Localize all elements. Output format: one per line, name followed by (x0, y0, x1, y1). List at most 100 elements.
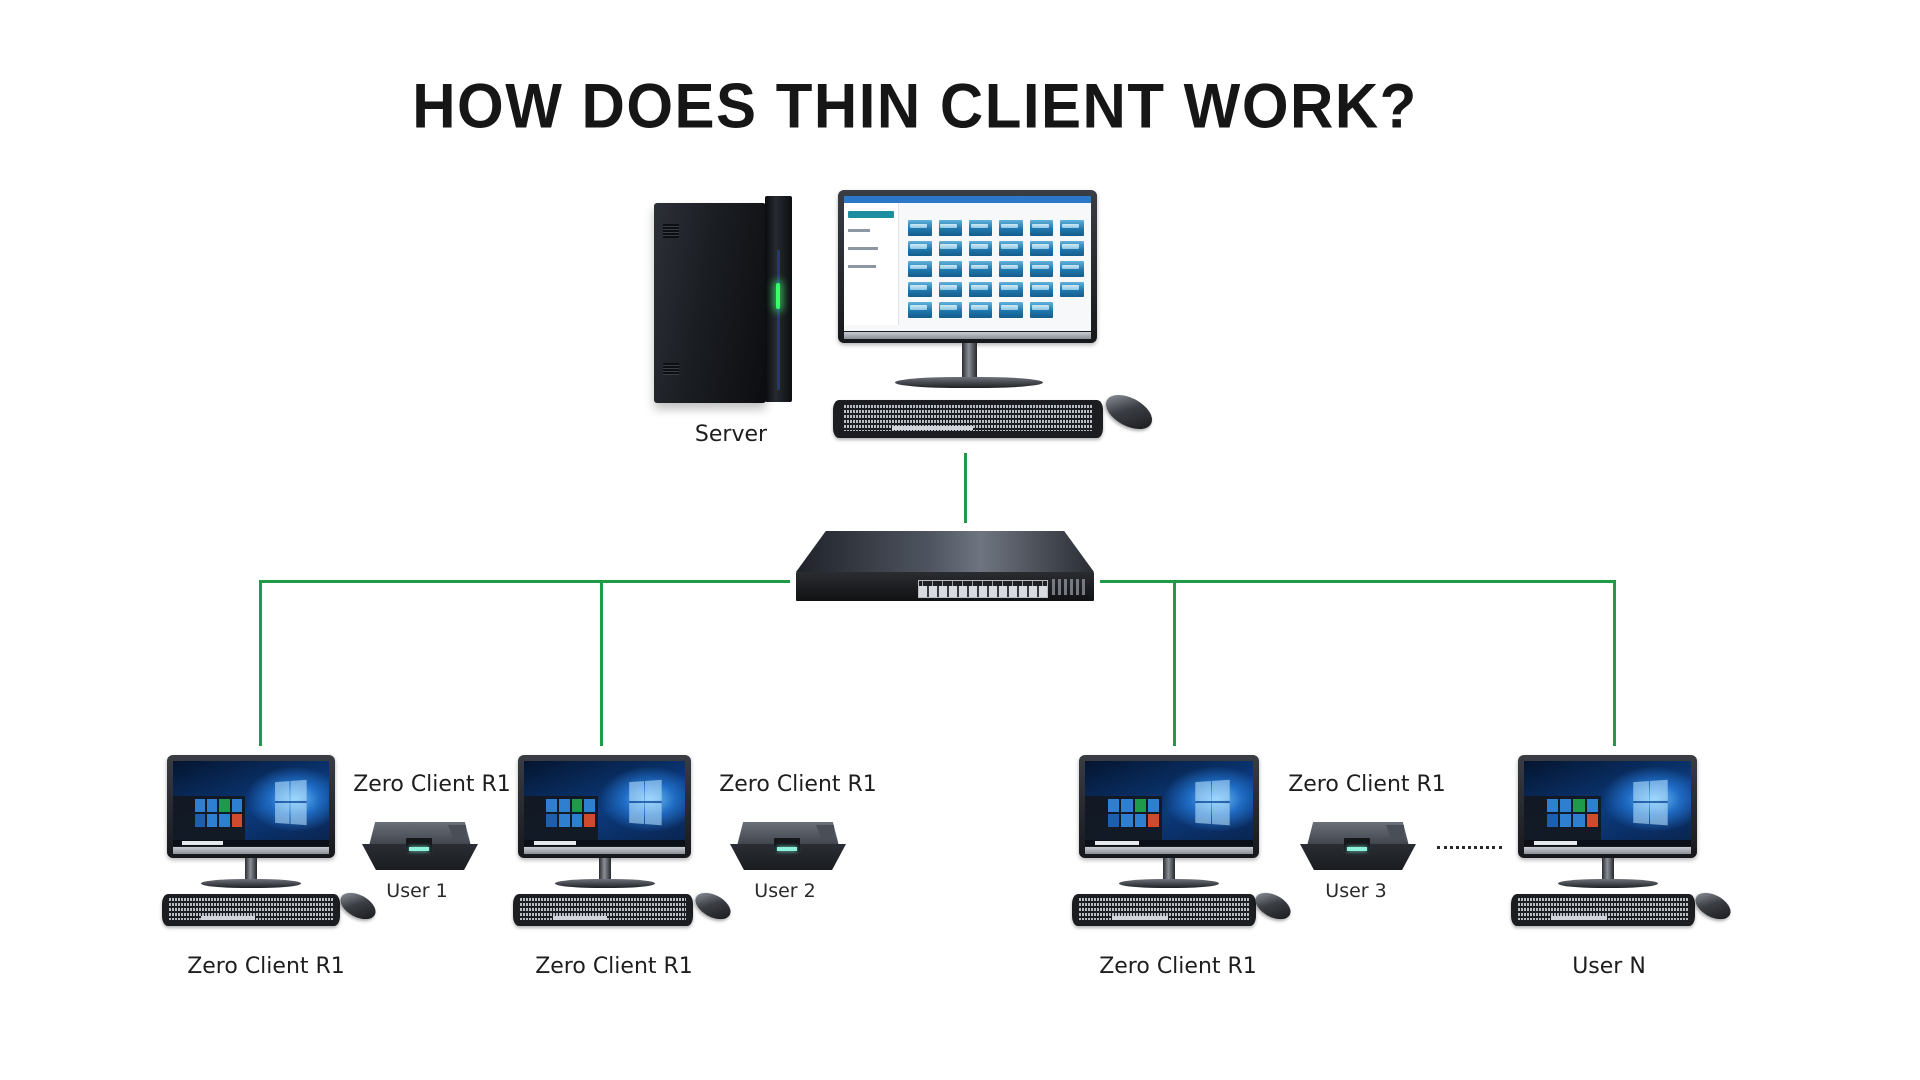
tile-icon (1560, 814, 1572, 827)
keyboard-icon (513, 894, 693, 926)
tile-icon (206, 799, 218, 813)
mouse-icon (691, 887, 735, 925)
start-menu (524, 795, 599, 840)
tile-icon (231, 799, 242, 813)
tile-icon (194, 799, 205, 813)
start-tiles (194, 799, 242, 827)
tile-icon (1121, 799, 1133, 813)
folder-icon (999, 220, 1023, 236)
tile-icon (1586, 799, 1598, 813)
tile-icon (584, 799, 596, 813)
tile-icon (219, 814, 230, 827)
taskbar (1085, 840, 1253, 846)
folder-icon (908, 220, 932, 236)
tile-icon (231, 814, 242, 827)
client-name-label: Zero Client R1 (535, 954, 693, 979)
folder-icon (969, 240, 993, 257)
folder-icon (938, 302, 962, 318)
keyboard-icon (1072, 894, 1256, 926)
folder-icon (908, 261, 932, 277)
tile-icon (546, 814, 557, 827)
client-name-label: Zero Client R1 (187, 954, 345, 979)
desktop-screen (1524, 761, 1691, 846)
more-clients-dotted-line (1437, 846, 1502, 849)
tile-icon (1547, 814, 1559, 827)
tile-icon (1560, 799, 1572, 813)
windows-logo-icon (1194, 780, 1230, 826)
drop-line-2 (600, 580, 603, 746)
folder-icon (999, 302, 1023, 318)
folder-icon (1060, 220, 1084, 236)
drop-line-3 (1173, 580, 1176, 746)
monitor-base (554, 879, 655, 888)
windows-logo-icon (1633, 780, 1668, 826)
user-label: User 1 (386, 880, 448, 902)
drop-line-1 (259, 580, 262, 746)
folder-icon (999, 261, 1023, 277)
folder-icon (969, 281, 993, 298)
tile-icon (1586, 814, 1598, 827)
user-label: User 2 (754, 880, 816, 902)
start-tiles (1108, 799, 1160, 827)
windows-logo-icon (274, 780, 307, 826)
mouse-icon (1251, 887, 1295, 925)
taskbar (1524, 840, 1691, 846)
zero-client-label: Zero Client R1 (1288, 772, 1446, 797)
tile-icon (219, 799, 230, 813)
tile-icon (1108, 814, 1120, 827)
monitor-base (1557, 879, 1658, 888)
switch-ports (918, 580, 1048, 598)
folder-icon (938, 240, 962, 257)
monitor-stand (598, 858, 611, 881)
keyboard-icon (833, 400, 1103, 438)
zero-client-label: Zero Client R1 (353, 772, 511, 797)
start-menu (1085, 795, 1163, 840)
client-name-label: Zero Client R1 (1099, 954, 1257, 979)
server-monitor-icon (838, 190, 1097, 343)
server-label: Server (694, 422, 768, 447)
client-monitor-icon (518, 755, 691, 858)
monitor-stand (1163, 858, 1175, 881)
folder-icon (1060, 281, 1084, 298)
trunk-line-left (259, 580, 790, 583)
zero-client-device-icon (730, 822, 846, 870)
monitor-stand (1601, 858, 1614, 881)
taskbar (173, 840, 329, 846)
tile-icon (546, 799, 557, 813)
tile-icon (558, 799, 570, 813)
tile-icon (584, 814, 596, 827)
folder-icon (999, 240, 1023, 257)
folder-icon (908, 302, 932, 318)
keyboard-icon (1511, 894, 1695, 926)
tile-icon (1147, 799, 1160, 813)
folder-icon (1060, 261, 1084, 277)
monitor-stand (245, 858, 257, 881)
admin-dashboard-screen (844, 196, 1091, 331)
desktop-screen (1085, 761, 1253, 846)
tile-icon (1121, 814, 1133, 827)
client-monitor-icon (1079, 755, 1259, 858)
start-menu (173, 795, 245, 840)
tile-icon (1108, 799, 1120, 813)
diagram-title: HOW DOES THIN CLIENT WORK? (412, 71, 1418, 142)
tile-icon (571, 799, 583, 813)
client-monitor-icon (1518, 755, 1697, 858)
mouse-icon (1691, 887, 1735, 925)
folder-icon (938, 220, 962, 236)
folder-icon (999, 281, 1023, 298)
keyboard-icon (162, 894, 340, 926)
folder-icon (908, 240, 932, 257)
folder-icon (969, 302, 993, 318)
tile-icon (1547, 799, 1559, 813)
taskbar (524, 840, 685, 846)
tile-icon (1573, 814, 1585, 827)
folder-icon (1060, 240, 1084, 257)
tile-icon (1134, 799, 1146, 813)
drop-line-4 (1613, 580, 1616, 746)
desktop-screen (173, 761, 329, 846)
tile-icon (1147, 814, 1160, 827)
zero-client-device-icon (1300, 822, 1416, 870)
tile-icon (571, 814, 583, 827)
mouse-icon (336, 887, 380, 925)
tile-icon (558, 814, 570, 827)
